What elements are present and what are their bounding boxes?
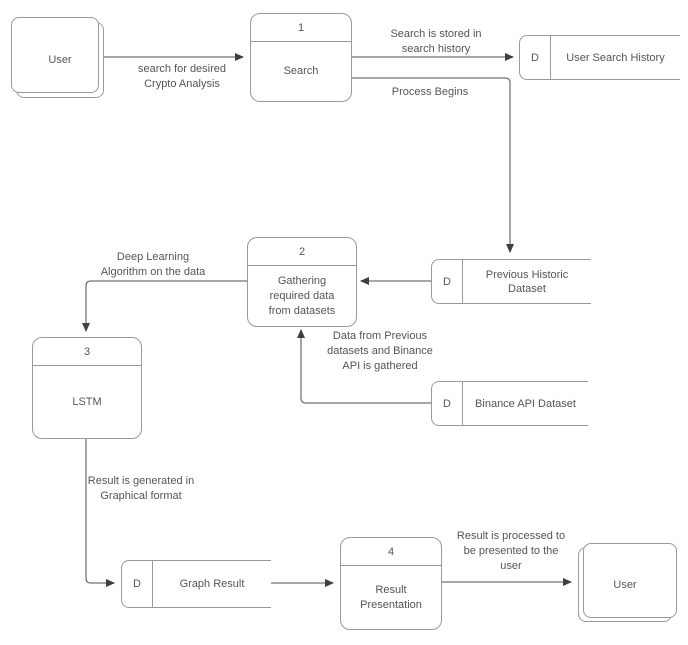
flow-label-result-graphical: Result is generated in Graphical format bbox=[87, 475, 195, 502]
process-search-label: Search bbox=[283, 65, 319, 77]
entity-user-sink-label: User bbox=[613, 578, 637, 591]
datastore-user-search-history-label: User Search History bbox=[566, 51, 665, 64]
process-result-presentation: 4 Result Presentation bbox=[340, 537, 442, 630]
flow-label-process-begins: Process Begins bbox=[391, 86, 469, 98]
entity-user-source: User bbox=[11, 17, 104, 98]
process-result-presentation-number: 4 bbox=[341, 538, 441, 566]
process-search-number: 1 bbox=[251, 14, 351, 42]
flow-line-lstm-to-graph-result bbox=[85, 437, 115, 587]
entity-user-source-label: User bbox=[48, 54, 72, 66]
process-lstm-label: LSTM bbox=[72, 395, 102, 408]
datastore-previous-historic-dataset: D Previous Historic Dataset bbox=[431, 259, 591, 304]
process-gathering-data: 2 Gathering required data from datasets bbox=[247, 237, 357, 327]
process-lstm-number: 3 bbox=[33, 338, 141, 366]
entity-user-sink: User bbox=[578, 543, 677, 622]
datastore-previous-historic-dataset-label: Previous Historic Dataset bbox=[485, 268, 569, 295]
process-lstm: 3 LSTM bbox=[32, 337, 142, 439]
flow-line-search-to-previous-dataset bbox=[350, 77, 514, 253]
process-gathering-data-label: Gathering required data from datasets bbox=[268, 274, 336, 317]
datastore-graph-result-label: Graph Result bbox=[179, 578, 245, 590]
flow-label-result-processed: Result is processed to be presented to t… bbox=[456, 530, 566, 572]
datastore-binance-api-dataset: D Binance API Dataset bbox=[431, 381, 588, 426]
process-search: 1 Search bbox=[250, 13, 352, 102]
datastore-binance-api-dataset-label: Binance API Dataset bbox=[475, 397, 576, 410]
flow-line-gathering-to-lstm bbox=[82, 280, 247, 332]
datastore-graph-result: D Graph Result bbox=[121, 560, 271, 608]
flow-label-data-gathered: Data from Previous datasets and Binance … bbox=[327, 330, 433, 372]
flow-label-search-request: search for desired Crypto Analysis bbox=[137, 63, 227, 90]
datastore-binance-api-dataset-d: D bbox=[432, 382, 463, 425]
flow-label-deep-learning: Deep Learning Algorithm on the data bbox=[100, 251, 206, 278]
datastore-previous-historic-dataset-d: D bbox=[432, 260, 463, 303]
datastore-user-search-history: D User Search History bbox=[519, 35, 680, 80]
process-gathering-data-number: 2 bbox=[248, 238, 356, 266]
datastore-graph-result-d: D bbox=[122, 561, 153, 607]
process-result-presentation-label: Result Presentation bbox=[360, 583, 422, 611]
flow-line-binance-to-gathering bbox=[297, 329, 431, 404]
flow-label-store-search: Search is stored in search history bbox=[390, 28, 482, 55]
datastore-user-search-history-d: D bbox=[520, 36, 551, 79]
